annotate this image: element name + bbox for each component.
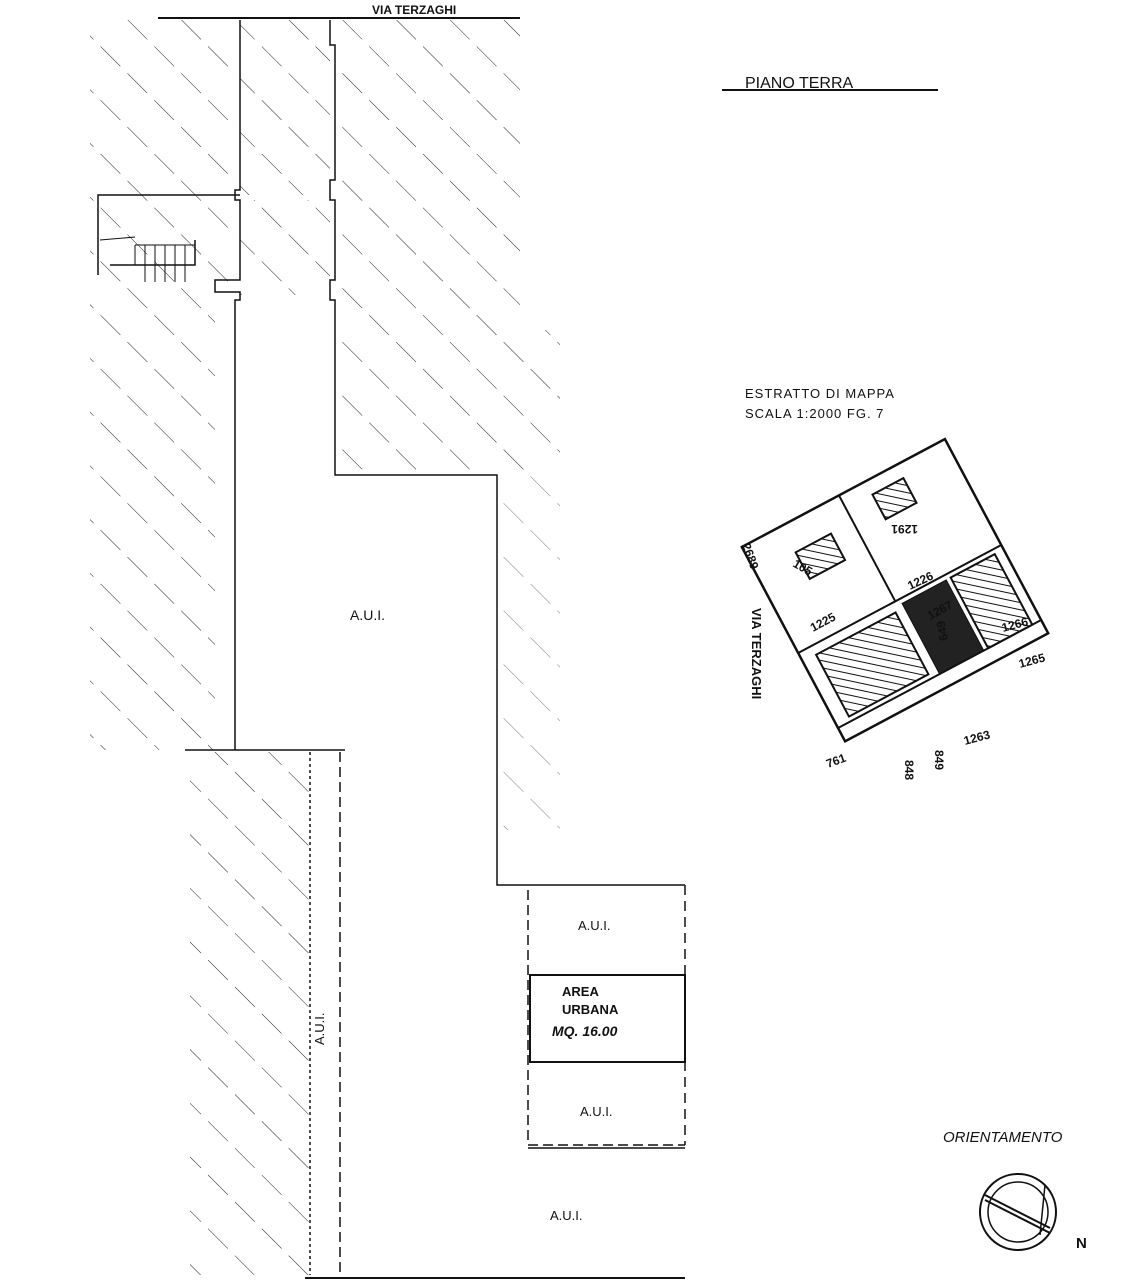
parcel-number: 1291 (891, 522, 918, 536)
staircase (99, 236, 195, 282)
parcel-number: 848 (902, 760, 916, 780)
parcel-number: 761 (824, 751, 848, 771)
map-title: ESTRATTO DI MAPPA (745, 386, 895, 401)
room-label: A.U.I. (550, 1208, 583, 1223)
area-label-line1: AREA (562, 984, 599, 999)
parcel-number: 1263 (962, 727, 992, 748)
compass-icon (979, 1173, 1057, 1251)
parcel-number: 2689 (739, 541, 761, 571)
plan-walls (97, 17, 686, 1279)
parcel-number: 1225 (808, 610, 838, 635)
area-label-line2: URBANA (562, 1002, 619, 1017)
parcel-number: 649 (934, 619, 951, 641)
room-label: A.U.I. (578, 918, 611, 933)
map-street-label: VIA TERZAGHI (749, 608, 764, 699)
street-label: VIA TERZAGHI (372, 3, 456, 17)
parcel-number: 849 (932, 750, 946, 770)
parcel-number: 105 (791, 556, 816, 578)
parcel-number: 1267 (925, 598, 955, 623)
room-label: A.U.I. (350, 607, 385, 623)
map-extract (740, 437, 1050, 743)
parcel-number: 1226 (905, 569, 935, 593)
room-label: A.U.I. (580, 1104, 613, 1119)
hatched-neighbour-areas (90, 20, 560, 1275)
plan-title: PIANO TERRA (745, 75, 854, 92)
parcel-number: 1266 (1000, 614, 1030, 635)
room-label: A.U.I. (312, 1012, 327, 1045)
parcel-numbers: 2689 105 1291 1226 1225 1267 1266 1265 6… (739, 522, 1047, 780)
north-label: N (1076, 1235, 1087, 1252)
area-value: MQ. 16.00 (552, 1023, 618, 1039)
parcel-number: 1265 (1017, 650, 1047, 671)
map-scale: SCALA 1:2000 FG. 7 (745, 406, 884, 421)
orientation-label: ORIENTAMENTO (943, 1129, 1063, 1146)
